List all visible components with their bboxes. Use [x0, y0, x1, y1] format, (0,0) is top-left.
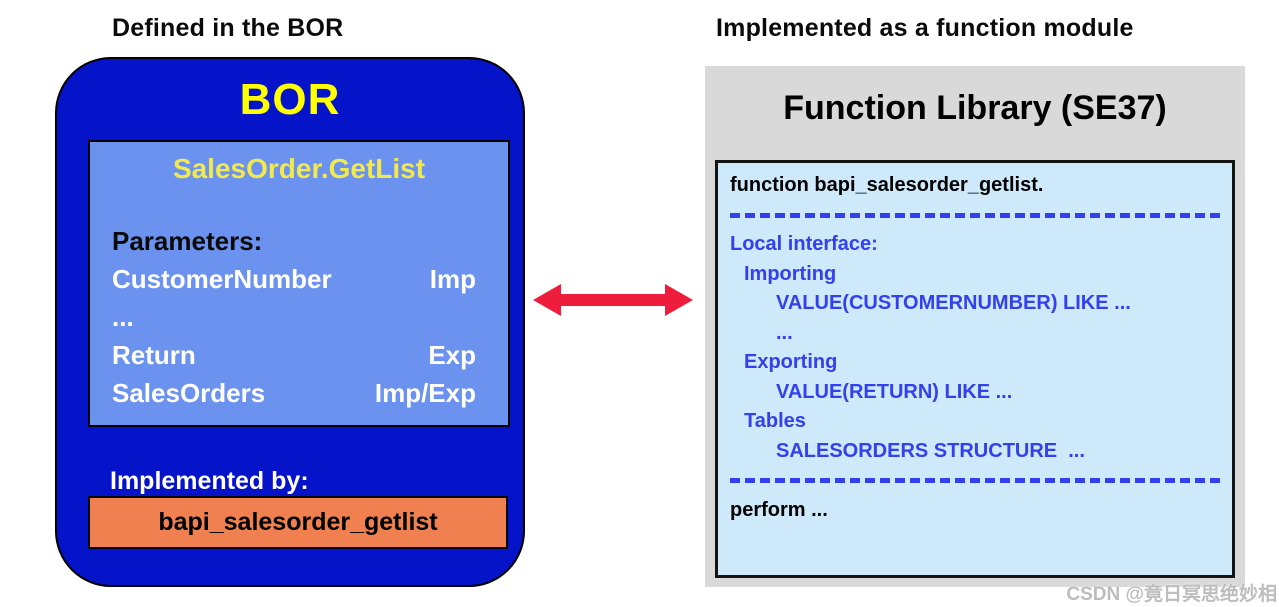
param-direction: Imp [429, 264, 476, 294]
params-header: Parameters: [112, 226, 263, 256]
param-row: Return Exp [112, 336, 476, 374]
code-line-perform: perform ... [730, 498, 828, 521]
param-list: Parameters: CustomerNumber Imp ... Retur… [112, 222, 476, 412]
dashed-separator [730, 466, 1220, 496]
param-direction: Exp [428, 340, 476, 370]
code-box: function bapi_salesorder_getlist. Local … [715, 160, 1235, 578]
param-row: CustomerNumber Imp [112, 260, 476, 298]
bor-title: BOR [239, 75, 341, 124]
code-line: VALUE(RETURN) LIKE ... [776, 380, 1013, 403]
method-title: SalesOrder.GetList [172, 153, 426, 184]
code-line-function: function bapi_salesorder_getlist. [730, 174, 1044, 196]
param-name: CustomerNumber [112, 264, 332, 294]
double-arrow-icon [533, 284, 693, 316]
code-line: Importing [744, 262, 837, 285]
implementation-box: bapi_salesorder_getlist [88, 496, 508, 549]
function-library-box: Function Library (SE37) function bapi_sa… [705, 66, 1245, 587]
function-library-title: Function Library (SE37) [783, 89, 1167, 127]
param-direction: Imp/Exp [374, 378, 476, 408]
right-caption: Implemented as a function module [716, 14, 1134, 42]
code-line: SALESORDERS STRUCTURE ... [776, 439, 1085, 462]
method-box: SalesOrder.GetList Parameters: CustomerN… [88, 140, 510, 427]
param-name: Return [112, 340, 196, 370]
dashed-separator [730, 201, 1220, 231]
param-row: SalesOrders Imp/Exp [112, 374, 476, 412]
code-line: Tables [744, 410, 806, 432]
param-row: ... [112, 298, 476, 336]
bor-box: BOR SalesOrder.GetList Parameters: Custo… [55, 57, 525, 587]
left-caption: Defined in the BOR [112, 14, 344, 42]
code-line: Local interface: [730, 233, 878, 255]
param-name: ... [112, 302, 134, 332]
code-line: VALUE(CUSTOMERNUMBER) LIKE ... [776, 292, 1131, 314]
csdn-watermark: CSDN @竟日冥思绝妙相 [1066, 584, 1277, 605]
param-name: SalesOrders [112, 378, 266, 408]
implemented-by-label: Implemented by: [110, 467, 309, 495]
code-line: ... [776, 321, 793, 344]
code-line: Exporting [744, 351, 838, 373]
params-header-row: Parameters: [112, 222, 476, 260]
